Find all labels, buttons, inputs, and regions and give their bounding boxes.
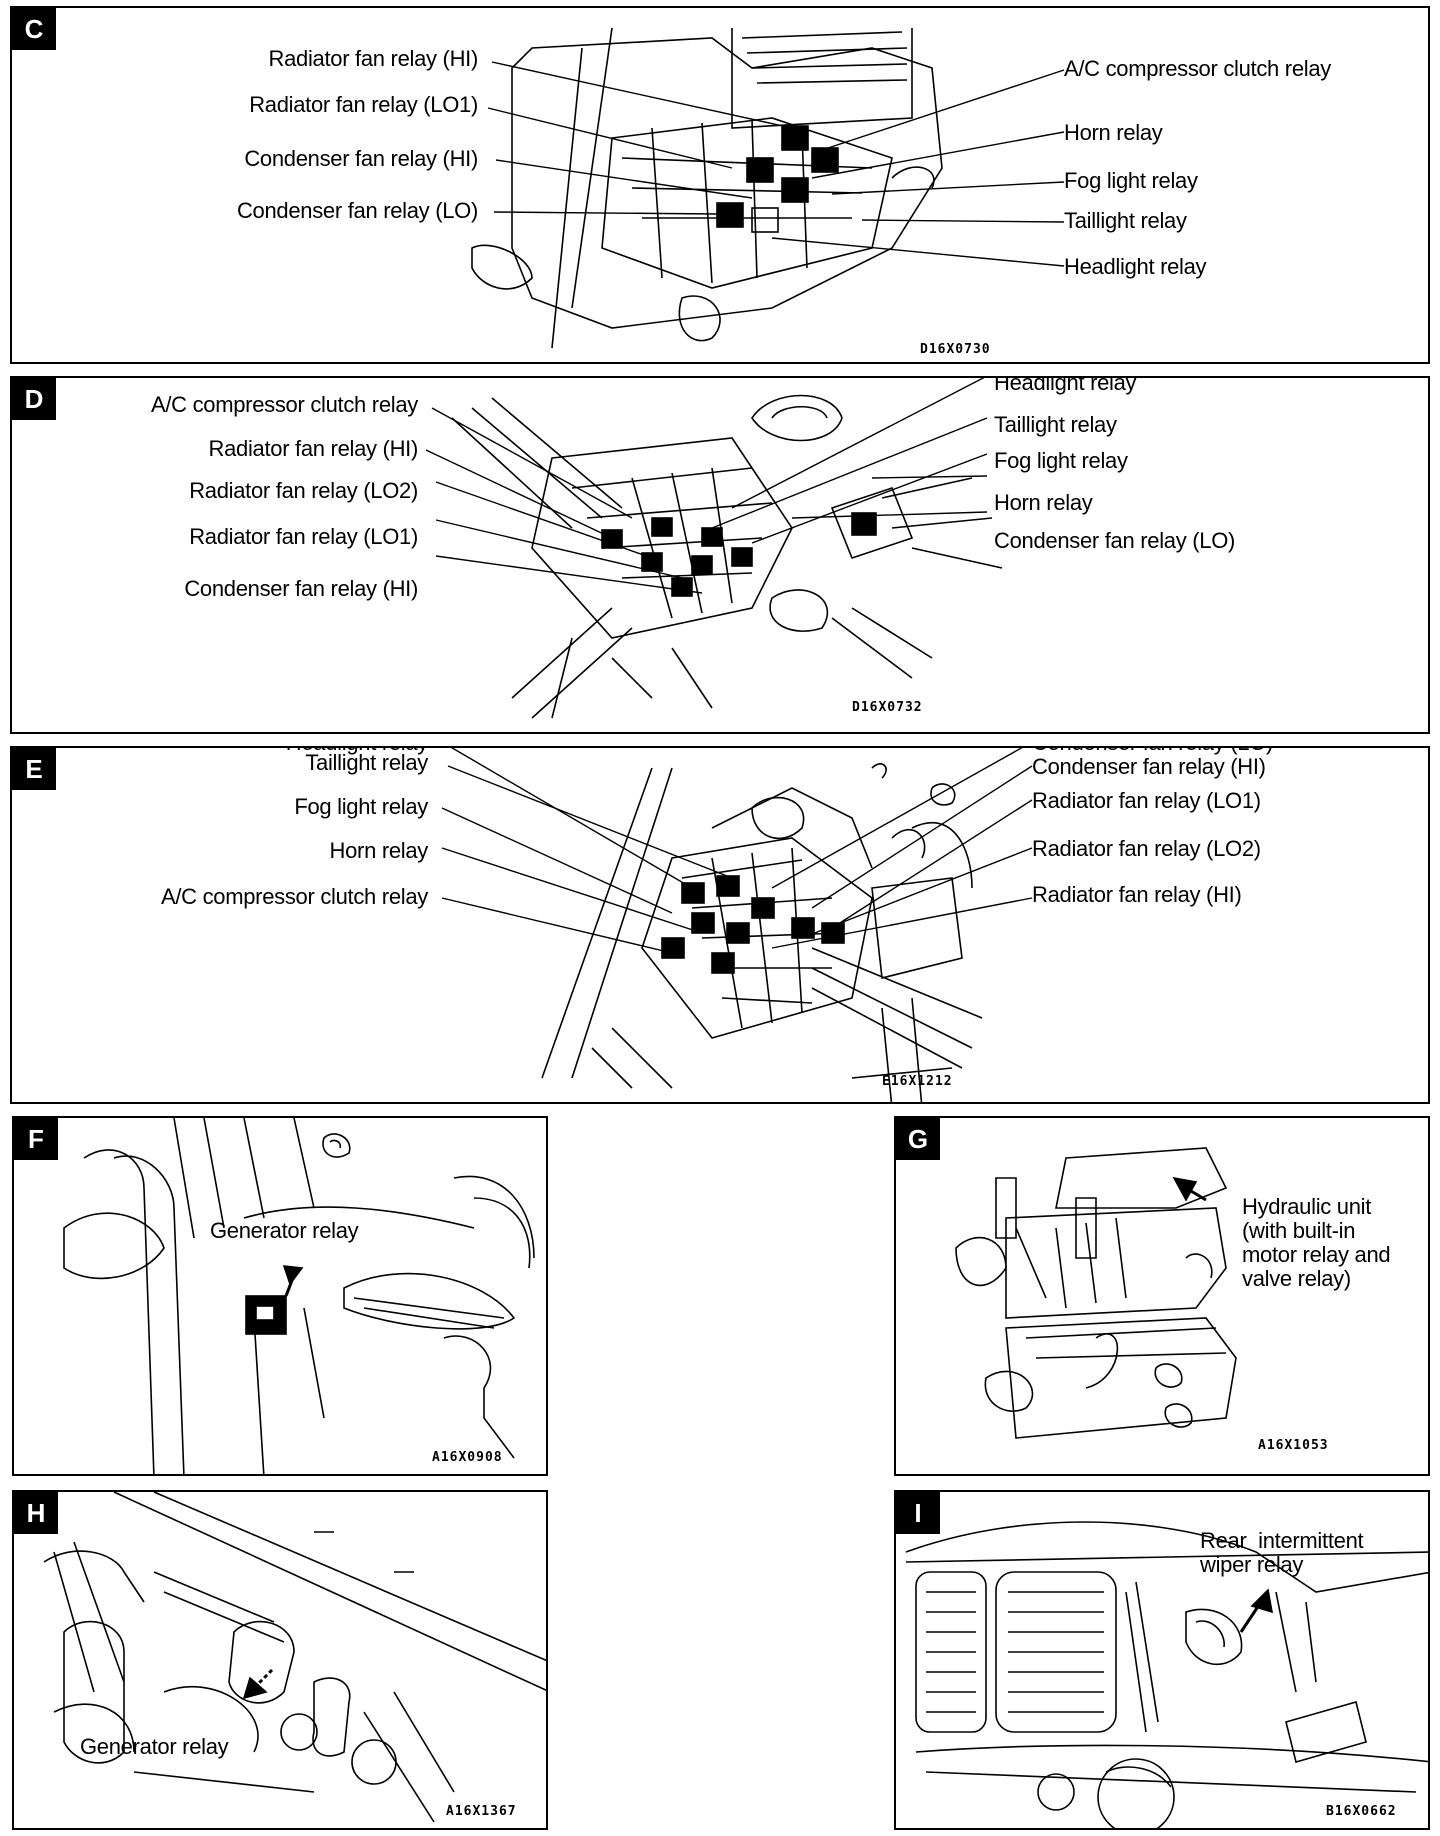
label-radiator-fan-relay-hi: Radiator fan relay (HI) [1032, 882, 1242, 907]
panel-e-letter: E [12, 748, 56, 790]
panel-d: D A/C compressor clutch relay Radia [10, 376, 1430, 734]
figure-code: B16X0662 [1326, 1804, 1397, 1819]
panel-f-generator-relay-drawing [63, 1118, 535, 1474]
panel-h-generator-relay-drawing [43, 1492, 546, 1823]
label-radiator-fan-relay-lo2: Radiator fan relay (LO2) [1032, 836, 1261, 861]
label-condenser-fan-relay-lo: Condenser fan relay (LO) [1032, 748, 1273, 756]
label-condenser-fan-relay-lo: Condenser fan relay (LO) [994, 528, 1236, 553]
panel-i-wiper-relay-drawing [905, 1521, 1428, 1828]
panel-c: C Radiator fan relay (HI) Radiator fan r… [10, 6, 1430, 364]
panel-c-letter: C [12, 8, 56, 50]
label-taillight-relay: Taillight relay [305, 750, 428, 775]
label-hydraulic-unit-line-2: (with built-in [1242, 1218, 1356, 1243]
panel-d-letter: D [12, 378, 56, 420]
label-hydraulic-unit-line-3: motor relay and [1242, 1242, 1391, 1267]
figure-code: A16X0908 [432, 1450, 503, 1465]
label-fog-light-relay: Fog light relay [294, 794, 428, 819]
figure-code: A16X1367 [446, 1804, 517, 1819]
label-radiator-fan-relay-lo1: Radiator fan relay (LO1) [189, 524, 418, 549]
label-ac-compressor-clutch-relay: A/C compressor clutch relay [151, 392, 418, 417]
panel-f-letter: F [14, 1118, 58, 1160]
figure-code: E16X1212 [882, 1074, 953, 1089]
panel-h-letter: H [14, 1492, 58, 1534]
panel-i: I Rear intermittent wiper relay B16X0662 [894, 1490, 1430, 1830]
label-condenser-fan-relay-lo: Condenser fan relay (LO) [236, 198, 478, 223]
panel-g: G Hydraulic unit (with built-in motor re… [894, 1116, 1430, 1476]
panel-f: F Generator relay A16X0908 [12, 1116, 548, 1476]
label-condenser-fan-relay-hi: Condenser fan relay (HI) [244, 146, 478, 171]
label-condenser-fan-relay-hi: Condenser fan relay (HI) [184, 576, 418, 601]
label-rear-intermittent-wiper-relay-line-2: wiper relay [1200, 1552, 1304, 1577]
label-headlight-relay: Headlight relay [1064, 254, 1207, 279]
panel-c-fuse-box-drawing [471, 27, 1065, 349]
label-radiator-fan-relay-lo1: Radiator fan relay (LO1) [249, 92, 478, 117]
panel-e: E Headlight relay Taillight re [10, 746, 1430, 1104]
label-rear-intermittent-wiper-relay-line-1: Rear intermittent [1200, 1528, 1364, 1553]
figure-code: D16X0732 [852, 700, 923, 715]
label-horn-relay: Horn relay [1064, 120, 1163, 145]
label-radiator-fan-relay-hi: Radiator fan relay (HI) [208, 436, 418, 461]
label-taillight-relay: Taillight relay [1064, 208, 1187, 233]
panel-h: H Generator relay A16X1367 [12, 1490, 548, 1830]
figure-code: D16X0730 [920, 342, 991, 357]
panel-g-hydraulic-unit-drawing [955, 1147, 1237, 1439]
label-condenser-fan-relay-hi: Condenser fan relay (HI) [1032, 754, 1266, 779]
label-fog-light-relay: Fog light relay [1064, 168, 1198, 193]
label-taillight-relay: Taillight relay [994, 412, 1117, 437]
label-ac-compressor-clutch-relay: A/C compressor clutch relay [1064, 56, 1331, 81]
label-generator-relay: Generator relay [80, 1734, 229, 1759]
label-headlight-relay: Headlight relay [286, 748, 429, 756]
panel-e-fuse-box-drawing [441, 748, 1033, 1102]
panel-d-fuse-box-drawing [425, 378, 1003, 719]
label-headlight-relay: Headlight relay [994, 376, 1137, 395]
label-hydraulic-unit-line-1: Hydraulic unit [1242, 1194, 1372, 1219]
label-fog-light-relay: Fog light relay [994, 448, 1128, 473]
label-generator-relay: Generator relay [210, 1218, 359, 1243]
panel-i-letter: I [896, 1492, 940, 1534]
panel-g-letter: G [896, 1118, 940, 1160]
label-horn-relay: Horn relay [329, 838, 429, 863]
label-radiator-fan-relay-lo2: Radiator fan relay (LO2) [189, 478, 418, 503]
label-radiator-fan-relay-lo1: Radiator fan relay (LO1) [1032, 788, 1261, 813]
label-hydraulic-unit-line-4: valve relay) [1242, 1266, 1351, 1291]
figure-code: A16X1053 [1258, 1438, 1329, 1453]
label-horn-relay: Horn relay [994, 490, 1093, 515]
label-ac-compressor-clutch-relay: A/C compressor clutch relay [161, 884, 428, 909]
label-radiator-fan-relay-hi: Radiator fan relay (HI) [268, 46, 478, 71]
